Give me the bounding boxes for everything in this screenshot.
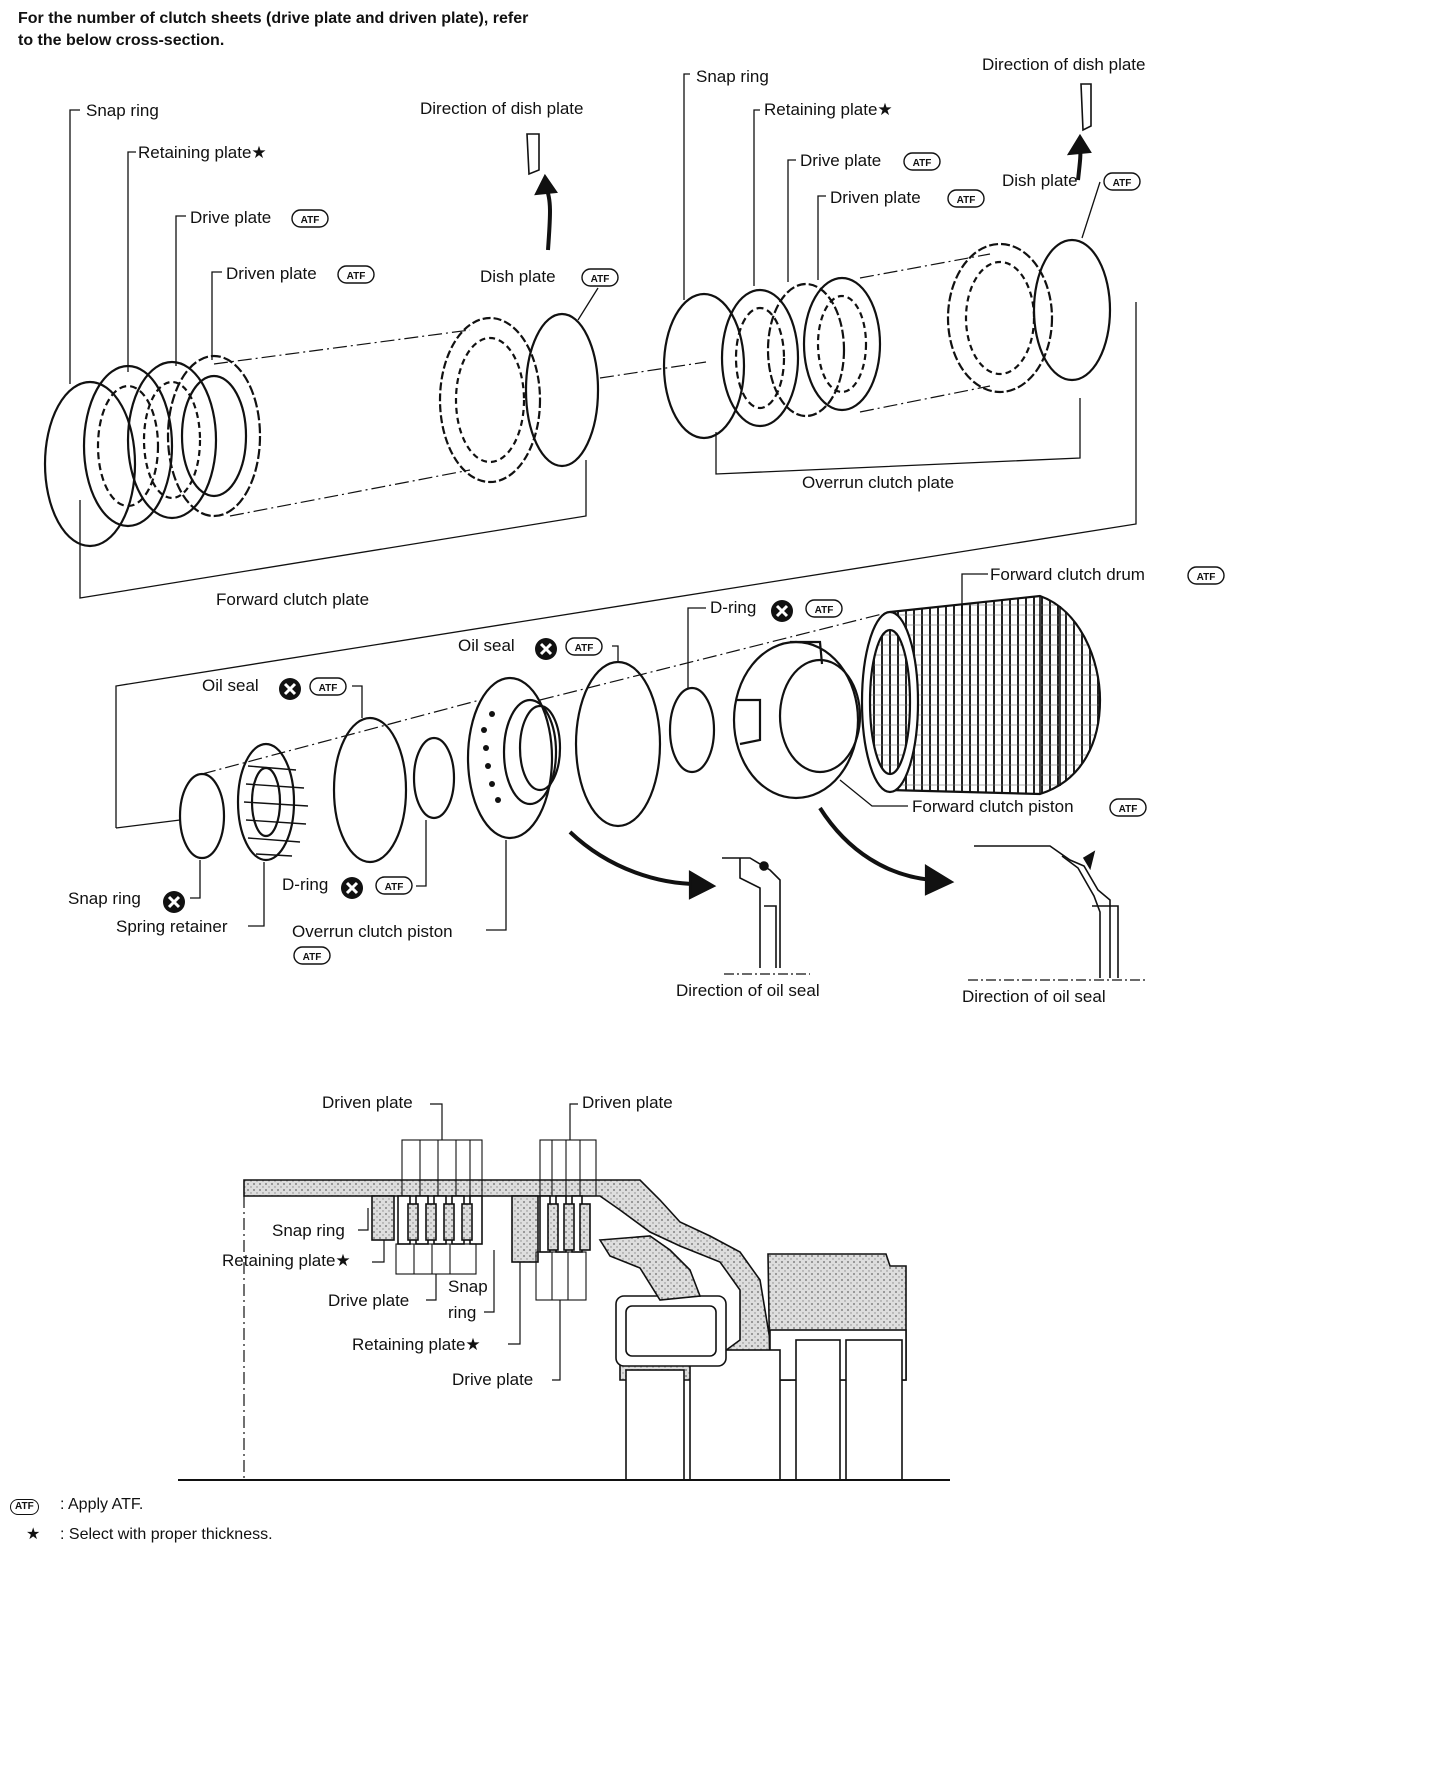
legend-atf: ATF : Apply ATF. bbox=[10, 1496, 143, 1515]
label-dir-dish-plate-2: Direction of dish plate bbox=[982, 55, 1145, 74]
label-cs-retaining-plate-2: Retaining plate★ bbox=[352, 1335, 481, 1354]
label-driven-plate-2: Driven plate bbox=[830, 188, 921, 207]
middle-leaders bbox=[190, 573, 988, 931]
label-drive-plate-2: Drive plate bbox=[800, 151, 881, 170]
label-drive-plate-1: Drive plate bbox=[190, 208, 271, 227]
overrun-clutch-piston-shape bbox=[466, 676, 562, 840]
legend-star: ★ : Select with proper thickness. bbox=[10, 1524, 273, 1544]
label-overrun-clutch-piston: Overrun clutch piston bbox=[292, 922, 453, 941]
label-dish-plate-1: Dish plate bbox=[480, 267, 556, 286]
atf-badge-icon: ATF bbox=[10, 1499, 39, 1515]
upper-center-lines bbox=[213, 253, 991, 517]
d-ring-1-shape bbox=[668, 686, 716, 774]
clutch-exploded-diagram: ATF bbox=[43, 55, 1225, 1481]
snap-ring-2-shape bbox=[662, 292, 746, 440]
cross-section-labels: Driven plate Driven plate Snap ring Reta… bbox=[222, 1093, 673, 1389]
dish-plate-2-shape bbox=[1032, 238, 1112, 382]
label-oil-seal-1: Oil seal bbox=[202, 676, 259, 695]
label-dir-oil-seal-2: Direction of oil seal bbox=[962, 987, 1106, 1006]
dish-plate-1-shape bbox=[524, 312, 600, 468]
drive-plate-2-shape bbox=[766, 282, 846, 418]
snap-ring-1-shape bbox=[43, 380, 137, 548]
label-retaining-plate-1: Retaining plate★ bbox=[138, 143, 267, 162]
middle-labels: Forward clutch drum D-ring Oil seal Oil … bbox=[68, 565, 1225, 1006]
label-forward-clutch-plate: Forward clutch plate bbox=[216, 590, 369, 609]
forward-clutch-drum-shape bbox=[860, 594, 1102, 796]
leader-lines bbox=[69, 73, 1137, 829]
label-cs-snap-ring-1: Snap ring bbox=[272, 1221, 345, 1240]
label-cs-retaining-plate-1: Retaining plate★ bbox=[222, 1251, 351, 1270]
forward-clutch-piston-shape bbox=[732, 640, 862, 800]
label-d-ring-2: D-ring bbox=[282, 875, 328, 894]
oil-seal-direction-detail-1 bbox=[722, 857, 810, 975]
label-snap-ring-3: Snap ring bbox=[68, 889, 141, 908]
label-d-ring-1: D-ring bbox=[710, 598, 756, 617]
drive-plate-1-shape bbox=[126, 360, 218, 520]
label-snap-ring-2: Snap ring bbox=[696, 67, 769, 86]
label-overrun-clutch-plate: Overrun clutch plate bbox=[802, 473, 954, 492]
label-cs-drive-plate-1: Drive plate bbox=[328, 1291, 409, 1310]
cross-section bbox=[178, 1103, 950, 1481]
intro-note: For the number of clutch sheets (drive p… bbox=[18, 10, 529, 49]
retaining-plate-2-shape bbox=[720, 288, 800, 428]
label-dir-oil-seal-1: Direction of oil seal bbox=[676, 981, 820, 1000]
label-spring-retainer: Spring retainer bbox=[116, 917, 228, 936]
label-cs-drive-plate-2: Drive plate bbox=[452, 1370, 533, 1389]
label-oil-seal-2: Oil seal bbox=[458, 636, 515, 655]
label-driven-plate-1: Driven plate bbox=[226, 264, 317, 283]
legend-atf-text: : Apply ATF. bbox=[60, 1496, 144, 1513]
label-snap-ring-1: Snap ring bbox=[86, 101, 159, 120]
middle-parts bbox=[178, 594, 1148, 981]
label-cs-driven-plate-2: Driven plate bbox=[582, 1093, 673, 1112]
oil-seal-1-shape bbox=[332, 716, 408, 864]
oil-seal-direction-detail-2 bbox=[968, 845, 1148, 981]
spring-retainer-shape bbox=[236, 742, 309, 862]
label-dir-dish-plate-1: Direction of dish plate bbox=[420, 99, 583, 118]
label-dish-plate-2: Dish plate bbox=[1002, 171, 1078, 190]
oil-seal-2-shape bbox=[574, 660, 662, 828]
label-forward-clutch-piston: Forward clutch piston bbox=[912, 797, 1074, 816]
d-ring-2-shape bbox=[412, 736, 456, 820]
overrun-clutch-parts bbox=[662, 83, 1112, 440]
label-retaining-plate-2: Retaining plate★ bbox=[764, 100, 893, 119]
label-forward-clutch-drum: Forward clutch drum bbox=[990, 565, 1145, 584]
snap-ring-3-shape bbox=[178, 772, 226, 860]
upper-labels: Snap ring Retaining plate★ Drive plate D… bbox=[86, 55, 1145, 609]
driven-plate-1-shape bbox=[166, 354, 262, 518]
driven-plate-2-shape bbox=[802, 276, 882, 412]
label-cs-snap-ring-2-b: ring bbox=[448, 1303, 476, 1322]
forward-clutch-parts bbox=[43, 133, 600, 548]
middle-center-lines bbox=[201, 611, 891, 775]
label-cs-snap-ring-2-a: Snap bbox=[448, 1277, 488, 1296]
star-icon: ★ bbox=[26, 1526, 41, 1543]
legend-star-text: : Select with proper thickness. bbox=[60, 1526, 273, 1543]
label-cs-driven-plate-1: Driven plate bbox=[322, 1093, 413, 1112]
